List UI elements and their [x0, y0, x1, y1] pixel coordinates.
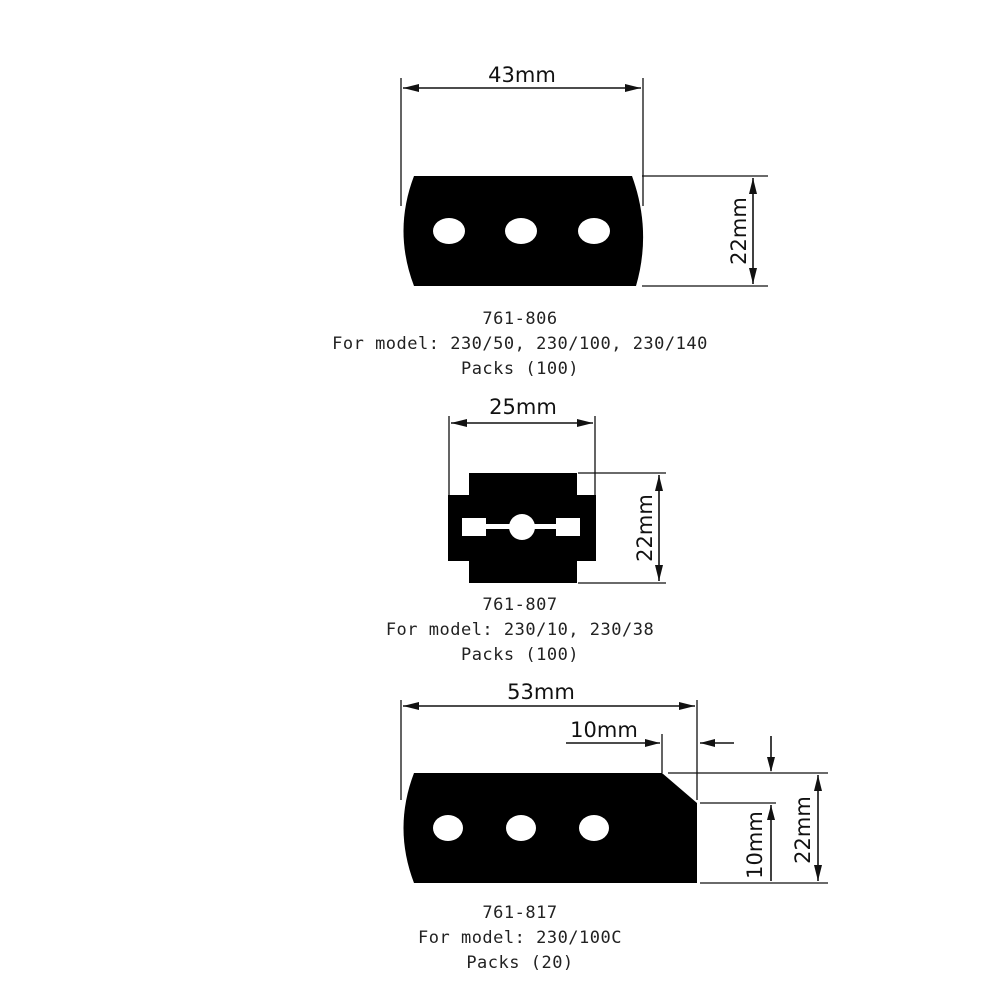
arrowhead — [403, 84, 419, 92]
blade-slot — [462, 518, 486, 536]
arrowhead — [645, 739, 660, 747]
blade-hole — [433, 218, 465, 244]
blade-761-817-caption: 761-817 For model: 230/100C Packs (20) — [0, 901, 1000, 976]
compatible-models: For model: 230/50, 230/100, 230/140 — [332, 334, 708, 354]
arrowhead — [577, 419, 593, 427]
pack-size: Packs (100) — [460, 359, 580, 379]
arrowhead — [679, 702, 695, 710]
blade-slot — [556, 518, 580, 536]
arrowhead — [767, 805, 775, 820]
blade-hole — [506, 815, 536, 841]
part-number: 761-807 — [482, 595, 558, 615]
blade-761-817-chamfer-height-label: 10mm — [743, 811, 767, 879]
arrowhead — [700, 739, 715, 747]
arrowhead — [814, 865, 822, 881]
arrowhead — [749, 178, 757, 194]
part-number: 761-806 — [482, 309, 558, 329]
arrowhead — [767, 757, 775, 772]
blade-761-817-drawing: 53mm 10mm 10mm 22mm — [400, 680, 828, 884]
arrowhead — [814, 775, 822, 791]
compatible-models: For model: 230/10, 230/38 — [385, 620, 655, 640]
blade-hole — [505, 218, 537, 244]
part-number: 761-817 — [482, 903, 558, 923]
blade-761-817-chamfer-width-label: 10mm — [570, 718, 638, 742]
arrowhead — [655, 565, 663, 581]
blade-hole — [433, 815, 463, 841]
blade-761-807-width-label: 25mm — [489, 395, 557, 419]
pack-size: Packs (20) — [466, 953, 574, 973]
arrowhead — [403, 702, 419, 710]
blade-hole — [509, 514, 535, 540]
blade-761-807-drawing: 25mm 22mm — [448, 395, 666, 584]
blade-761-817-shape — [403, 773, 697, 883]
arrowhead — [749, 268, 757, 284]
blade-hole — [578, 218, 610, 244]
blade-761-806-caption: 761-806 For model: 230/50, 230/100, 230/… — [0, 307, 1000, 382]
arrowhead — [625, 84, 641, 92]
blade-hole — [579, 815, 609, 841]
blade-761-807-height-label: 22mm — [633, 494, 657, 562]
blade-761-806-drawing: 43mm 22mm — [400, 63, 768, 287]
blade-761-807-caption: 761-807 For model: 230/10, 230/38 Packs … — [0, 593, 1000, 668]
arrowhead — [655, 475, 663, 491]
pack-size: Packs (100) — [460, 645, 580, 665]
arrowhead — [451, 419, 467, 427]
blade-761-806-height-label: 22mm — [727, 197, 751, 265]
blade-761-817-width-label: 53mm — [507, 680, 575, 704]
blade-761-806-width-label: 43mm — [488, 63, 556, 87]
compatible-models: For model: 230/100C — [418, 928, 622, 948]
blade-761-817-height-label: 22mm — [791, 796, 815, 864]
